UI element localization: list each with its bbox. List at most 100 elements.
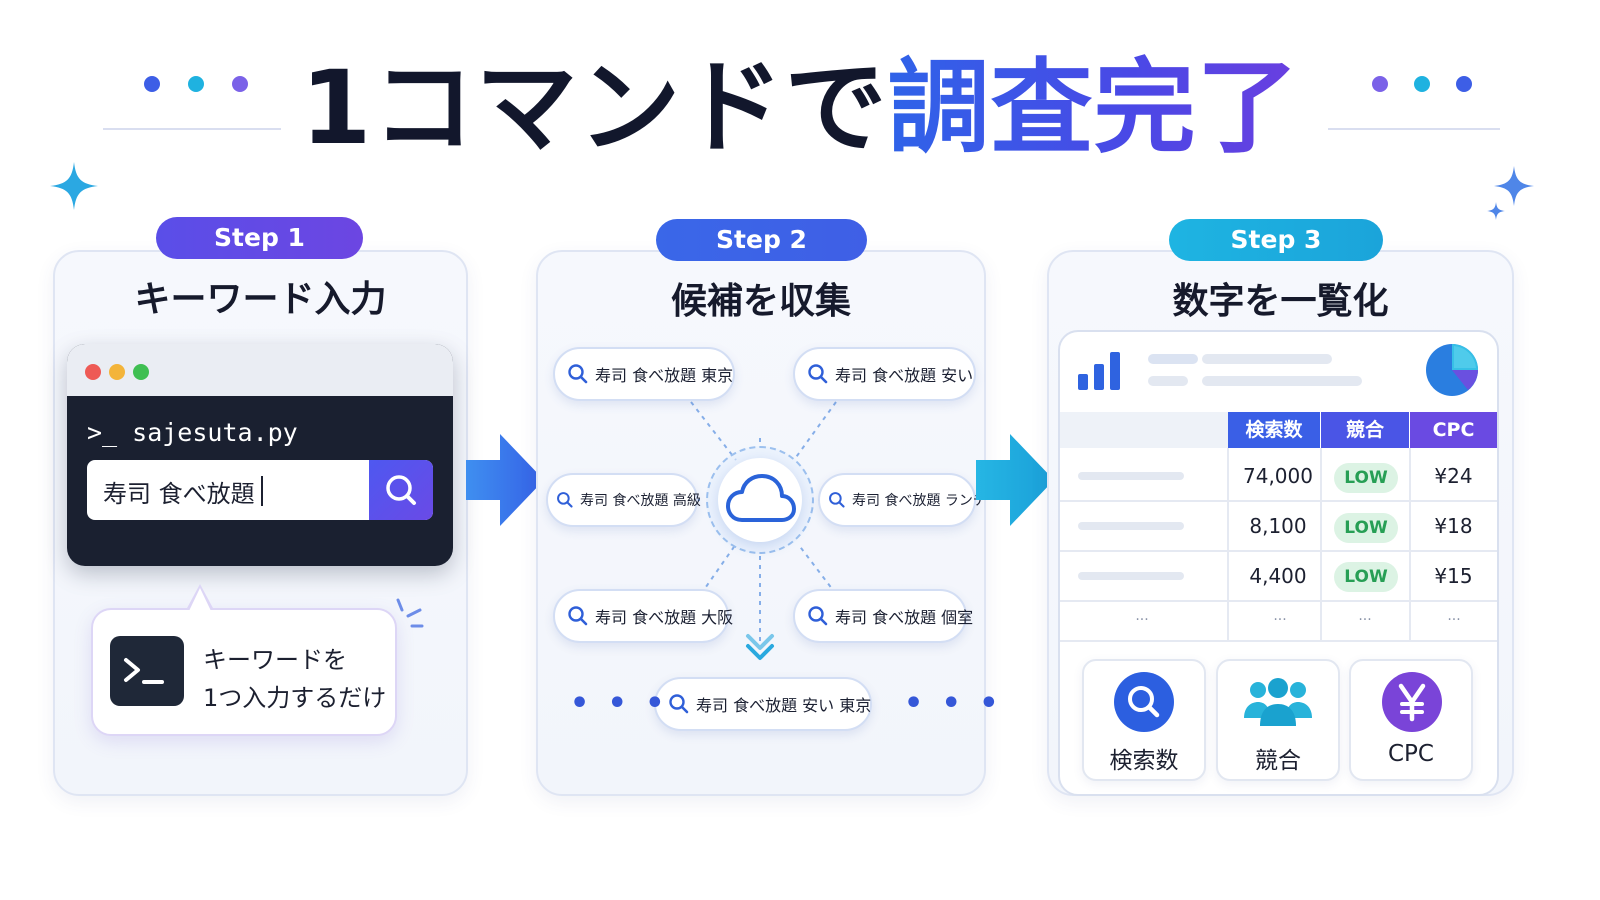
- deco-dot: [144, 76, 160, 92]
- deco-dot: [1414, 76, 1430, 92]
- title-dark: 1コマンドで: [300, 49, 888, 168]
- more-ellipsis: • • •: [570, 686, 669, 721]
- metric-label: 検索数: [1109, 748, 1179, 774]
- search-button[interactable]: [369, 460, 433, 520]
- competition-badge: LOW: [1334, 513, 1398, 543]
- bar-chart-icon: [1078, 352, 1120, 390]
- competition-badge: LOW: [1334, 562, 1398, 592]
- suggestion-chip-final[interactable]: 寿司 食べ放題 安い 東京: [654, 677, 872, 731]
- search-icon: [568, 606, 588, 626]
- search-icon: [829, 492, 845, 508]
- search-icon: [808, 606, 828, 626]
- search-icon: [568, 364, 588, 384]
- more-row: ...: [1273, 608, 1287, 624]
- search-icon: [669, 694, 689, 714]
- terminal-prompt: >_ sajesuta.py: [87, 418, 298, 447]
- volume-cell: 4,400: [1249, 564, 1307, 588]
- keyword-value: 寿司 食べ放題: [103, 480, 255, 508]
- column-header-volume[interactable]: 検索数: [1228, 412, 1320, 448]
- text-caret: [261, 476, 263, 506]
- skeleton-line: [1148, 354, 1198, 364]
- minimize-dot[interactable]: [109, 364, 125, 380]
- sparkle-icon: [1487, 202, 1505, 220]
- close-dot[interactable]: [85, 364, 101, 380]
- skeleton-line: [1148, 376, 1188, 386]
- table-grid: [1060, 600, 1497, 602]
- cpc-cell: ¥15: [1434, 564, 1473, 588]
- suggestion-text: 寿司 食べ放題 個室: [835, 608, 974, 627]
- suggestion-text: 寿司 食べ放題 大阪: [595, 608, 734, 627]
- terminal-icon: [110, 636, 184, 706]
- flow-arrow-icon: [976, 434, 1054, 526]
- sparkle-icon: [1494, 166, 1534, 206]
- maximize-dot[interactable]: [133, 364, 149, 380]
- skeleton-line: [1202, 354, 1332, 364]
- terminal-titlebar: [67, 344, 453, 396]
- suggestion-chip[interactable]: 寿司 食べ放題 個室: [793, 589, 973, 643]
- table-row-keyword: [1078, 472, 1184, 480]
- skeleton-line: [1202, 376, 1362, 386]
- suggestion-chip[interactable]: 寿司 食べ放題 安い: [793, 347, 976, 401]
- more-row: ...: [1447, 608, 1461, 624]
- table-grid: [1060, 500, 1497, 502]
- table-header-blank: [1060, 412, 1228, 448]
- step3-title: 数字を一覧化: [1172, 281, 1389, 322]
- connector-lines: [690, 401, 837, 660]
- step3-pill: Step 3: [1169, 219, 1383, 261]
- search-icon: [808, 364, 828, 384]
- table-row-keyword: [1078, 572, 1184, 580]
- cloud-icon: [726, 474, 796, 522]
- step2-pill: Step 2: [656, 219, 867, 261]
- more-ellipsis: • • •: [904, 686, 1003, 721]
- keyword-search-input[interactable]: 寿司 食べ放題: [87, 460, 433, 520]
- flow-arrow-icon: [466, 434, 544, 526]
- deco-dot: [232, 76, 248, 92]
- metric-label: CPC: [1388, 741, 1434, 767]
- sparkle-icon: [50, 162, 98, 210]
- step1-title: キーワード入力: [134, 279, 387, 320]
- table-grid: [1227, 448, 1229, 640]
- suggestion-text: 寿司 食べ放題 東京: [595, 366, 734, 385]
- suggestion-text: 寿司 食べ放題 安い: [835, 366, 974, 385]
- search-icon: [1114, 672, 1174, 732]
- terminal-window: >_ sajesuta.py 寿司 食べ放題: [67, 344, 453, 566]
- suggestion-chip[interactable]: 寿司 食べ放題 高級: [546, 473, 701, 527]
- table-grid: [1060, 640, 1497, 642]
- table-grid: [1409, 448, 1411, 640]
- header-rule-right: [1328, 128, 1500, 130]
- metric-label: 競合: [1255, 748, 1301, 774]
- suggestion-text: 寿司 食べ放題 ランチ: [852, 493, 987, 509]
- suggestion-chip[interactable]: 寿司 食べ放題 東京: [553, 347, 735, 401]
- yen-icon: [1382, 672, 1442, 732]
- table-grid: [1320, 448, 1322, 640]
- column-header-competition[interactable]: 競合: [1321, 412, 1409, 448]
- suggestion-text: 寿司 食べ放題 高級: [580, 493, 701, 509]
- deco-dot: [1372, 76, 1388, 92]
- cpc-cell: ¥24: [1434, 464, 1473, 488]
- step2-title: 候補を収集: [670, 281, 851, 322]
- page-title: 1コマンドで調査完了: [0, 48, 1600, 170]
- deco-dot: [188, 76, 204, 92]
- title-accent: 調査完了: [887, 49, 1300, 168]
- search-icon: [557, 492, 573, 508]
- hint-line-1: キーワードを: [203, 646, 347, 674]
- pie-chart-icon: [1426, 344, 1478, 396]
- volume-cell: 8,100: [1249, 514, 1307, 538]
- suggestion-chip[interactable]: 寿司 食べ放題 大阪: [553, 589, 733, 643]
- table-row-keyword: [1078, 522, 1184, 530]
- header-rule-left: [103, 128, 281, 130]
- search-icon: [386, 475, 416, 505]
- deco-dot: [1456, 76, 1472, 92]
- step1-pill: Step 1: [156, 217, 363, 259]
- suggestion-text: 寿司 食べ放題 安い 東京: [696, 696, 872, 715]
- sparkle-lines-icon: [396, 598, 424, 628]
- hint-line-2: 1つ入力するだけ: [203, 684, 387, 712]
- more-row: ...: [1358, 608, 1372, 624]
- volume-cell: 74,000: [1243, 464, 1313, 488]
- more-row: ...: [1135, 608, 1149, 624]
- users-icon: [1244, 678, 1312, 726]
- bubble-tail-fill: [189, 588, 211, 611]
- column-header-cpc[interactable]: CPC: [1410, 412, 1497, 448]
- competition-badge: LOW: [1334, 463, 1398, 493]
- suggestion-chip[interactable]: 寿司 食べ放題 ランチ: [818, 473, 987, 527]
